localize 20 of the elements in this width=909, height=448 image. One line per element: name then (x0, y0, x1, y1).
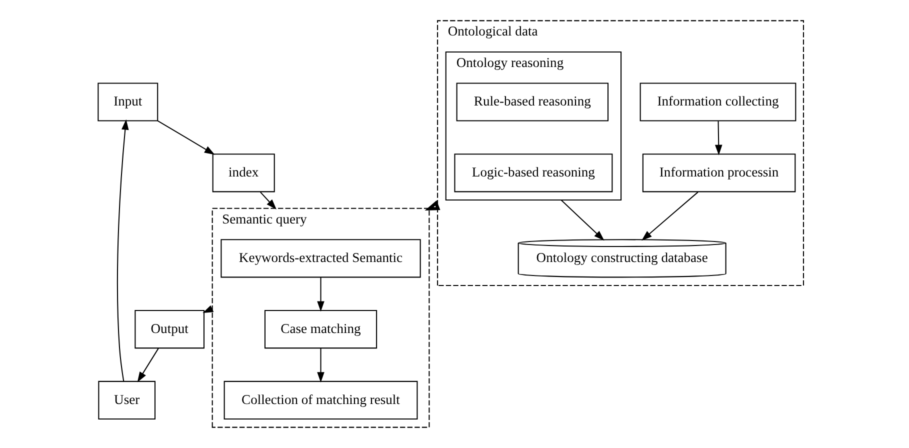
node-box: Output (134, 310, 204, 349)
node-box: Rule-based reasoning (456, 82, 608, 122)
node-box: Information processin (642, 154, 796, 192)
arrow (316, 278, 324, 312)
node-box: Keywords-extracted Semantic (220, 239, 420, 278)
arrow (156, 120, 214, 155)
arrow (714, 121, 722, 156)
node-box: Logic-based reasoning (454, 154, 612, 192)
node-box: index (212, 154, 274, 192)
arrow (116, 119, 128, 382)
node-box: Collection of matching result (223, 380, 418, 420)
arrow (136, 348, 158, 382)
node-box: Information collecting (639, 82, 796, 122)
node-box: User (98, 380, 156, 420)
node-box: Input (97, 82, 158, 122)
arrow (560, 200, 604, 241)
arrow (259, 192, 276, 210)
arrow (316, 348, 324, 383)
node-box: Case matching (264, 310, 377, 349)
arrow (641, 192, 698, 241)
